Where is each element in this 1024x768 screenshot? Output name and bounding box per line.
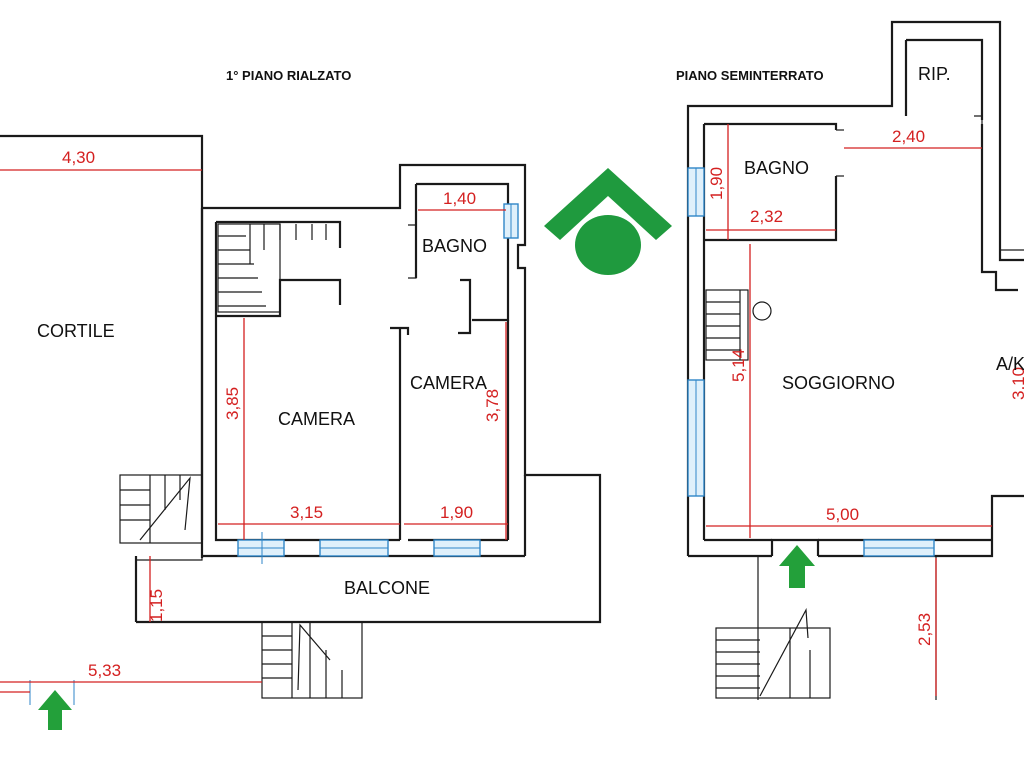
dim-rip-width: 2,40 bbox=[892, 127, 925, 146]
cortile-outline bbox=[0, 134, 204, 561]
dim-camera-small-height: 3,78 bbox=[483, 389, 502, 422]
stairs-upper-left bbox=[217, 223, 327, 313]
dim-camera-large-height: 3,85 bbox=[223, 387, 242, 420]
left-plan-title: 1° PIANO RIALZATO bbox=[226, 68, 351, 83]
room-rip-label: RIP. bbox=[918, 64, 951, 84]
entrance-arrow-icon bbox=[38, 690, 72, 730]
dim-cortile-bottom: 5,33 bbox=[88, 661, 121, 680]
house-logo-icon bbox=[544, 168, 672, 275]
dimension-lines-left bbox=[0, 169, 508, 693]
dim-bagno-right-height: 1,90 bbox=[707, 167, 726, 200]
windows-right bbox=[687, 167, 935, 557]
windows-left bbox=[29, 203, 519, 705]
dim-bagno-left-width: 1,40 bbox=[443, 189, 476, 208]
stairs-bottom-left bbox=[261, 621, 363, 699]
stairs-bottom-right bbox=[715, 607, 831, 699]
stairs-cortile bbox=[119, 474, 203, 544]
room-soggiorno-label: SOGGIORNO bbox=[782, 373, 895, 393]
stairs-soggiorno bbox=[705, 289, 772, 361]
dimension-lines-right bbox=[706, 124, 992, 696]
dim-cortile-width: 4,30 bbox=[62, 148, 95, 167]
room-ak-label: A/K bbox=[996, 354, 1024, 374]
dim-soggiorno-height: 5,14 bbox=[729, 349, 748, 382]
dim-soggiorno-width: 5,00 bbox=[826, 505, 859, 524]
dim-camera-small-width: 1,90 bbox=[440, 503, 473, 522]
dim-balcone-depth: 1,15 bbox=[147, 589, 166, 622]
room-bagno-right-label: BAGNO bbox=[744, 158, 809, 178]
dim-camera-large-width: 3,15 bbox=[290, 503, 323, 522]
room-camera-small-label: CAMERA bbox=[410, 373, 487, 393]
right-plan-title: PIANO SEMINTERRATO bbox=[676, 68, 824, 83]
dim-bagno-right-width: 2,32 bbox=[750, 207, 783, 226]
room-camera-large-label: CAMERA bbox=[278, 409, 355, 429]
entrance-arrow-icon bbox=[779, 545, 815, 588]
room-bagno-left-label: BAGNO bbox=[422, 236, 487, 256]
room-balcone-label: BALCONE bbox=[344, 578, 430, 598]
room-cortile-label: CORTILE bbox=[37, 321, 115, 341]
dim-outside-right: 2,53 bbox=[915, 613, 934, 646]
dim-ak-height: 3,10 bbox=[1009, 367, 1024, 400]
